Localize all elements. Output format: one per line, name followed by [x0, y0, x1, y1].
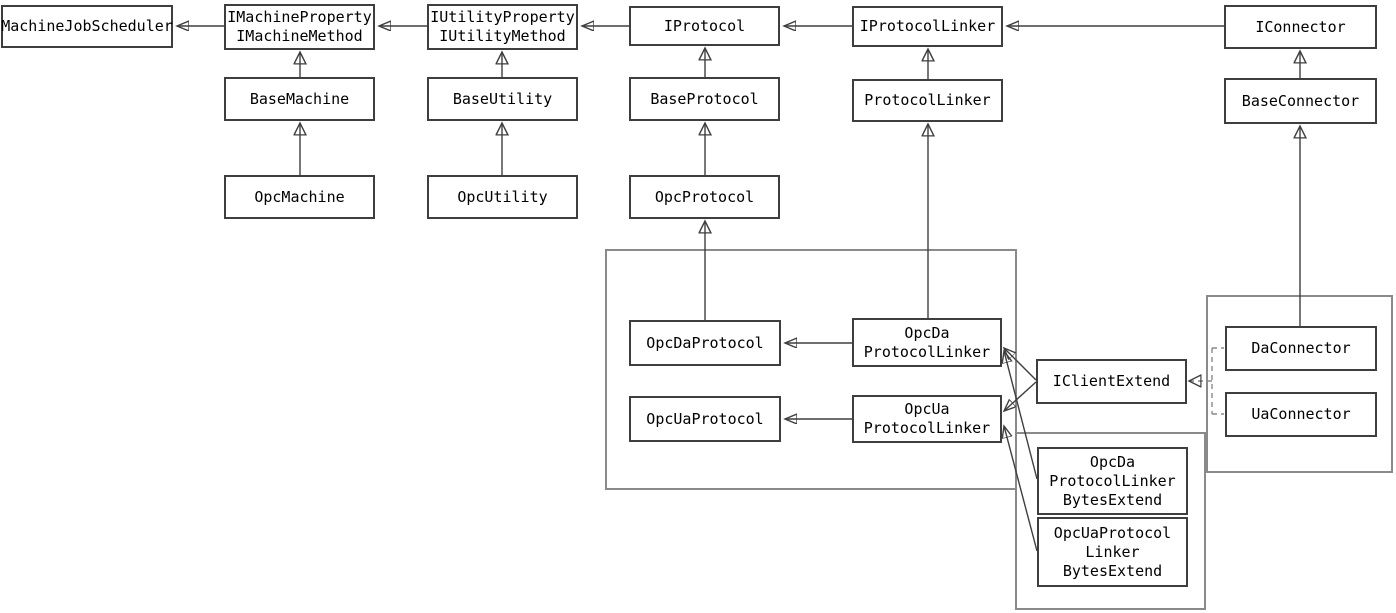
class-machine-job-scheduler: MachineJobScheduler — [1, 5, 173, 48]
class-opc-da-protocol-linker-bytes-extend: OpcDa ProtocolLinker BytesExtend — [1037, 447, 1188, 515]
class-i-connector: IConnector — [1224, 5, 1377, 49]
class-protocol-linker: ProtocolLinker — [852, 79, 1003, 122]
edge-assoc-i-client-extend-to-opc-ua-protocol-linker — [1004, 381, 1037, 411]
class-opc-utility: OpcUtility — [427, 175, 578, 219]
class-opc-ua-protocol-linker-bytes-extend: OpcUaProtocol Linker BytesExtend — [1037, 517, 1188, 587]
edge-real-connectors-to-i-client-extend — [1189, 347, 1224, 415]
class-i-utility-property-method: IUtilityProperty IUtilityMethod — [427, 4, 578, 50]
class-base-utility: BaseUtility — [427, 77, 578, 121]
class-i-client-extend: IClientExtend — [1036, 359, 1187, 404]
group-bytes-extend — [1015, 432, 1206, 610]
class-base-machine: BaseMachine — [224, 77, 375, 121]
group-opc-protocol-implementations — [605, 249, 1017, 490]
edge-assoc-i-client-extend-to-opc-da-protocol-linker — [1004, 348, 1037, 381]
class-opc-protocol: OpcProtocol — [629, 175, 780, 219]
class-ua-connector: UaConnector — [1225, 392, 1377, 437]
class-opc-ua-protocol-linker: OpcUa ProtocolLinker — [852, 395, 1002, 443]
class-opc-da-protocol-linker: OpcDa ProtocolLinker — [852, 318, 1002, 367]
edge-assoc-opc-da-plbe-to-opc-da-protocol-linker — [1004, 351, 1038, 480]
class-da-connector: DaConnector — [1225, 326, 1377, 371]
class-opc-machine: OpcMachine — [224, 175, 375, 219]
class-opc-da-protocol: OpcDaProtocol — [629, 320, 781, 366]
edge-assoc-opc-ua-plbe-to-opc-ua-protocol-linker — [1004, 426, 1038, 552]
class-opc-ua-protocol: OpcUaProtocol — [629, 396, 781, 442]
class-i-protocol: IProtocol — [629, 6, 780, 46]
class-base-connector: BaseConnector — [1224, 78, 1377, 124]
class-base-protocol: BaseProtocol — [629, 77, 780, 121]
class-i-machine-property-method: IMachineProperty IMachineMethod — [224, 4, 375, 50]
class-i-protocol-linker: IProtocolLinker — [852, 6, 1003, 47]
